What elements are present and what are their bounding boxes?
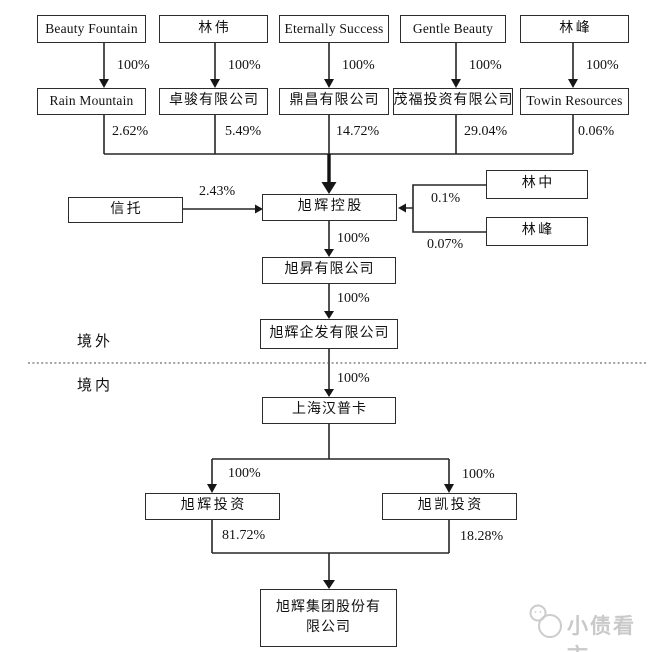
top-row-drop-lines — [103, 43, 574, 80]
box-xuhui-qifa: 旭辉企发有限公司 — [260, 319, 398, 349]
pct-label-col1-100: 100% — [117, 58, 150, 73]
box-eternally-success: Eternally Success — [279, 15, 389, 43]
box-xukai-investment: 旭凯投资 — [382, 493, 517, 520]
pct-label-qifa-hanpuka: 100% — [337, 371, 370, 386]
pct-label-rain-mountain: 2.62% — [112, 124, 149, 139]
pct-label-col2-100: 100% — [228, 58, 261, 73]
box-rain-mountain: Rain Mountain — [37, 88, 146, 115]
bus-lines — [103, 115, 574, 155]
pct-label-col4-100: 100% — [469, 58, 502, 73]
box-towin-resources: Towin Resources — [520, 88, 629, 115]
box-lin-feng-right: 林峰 — [486, 217, 588, 246]
pct-label-xusheng-qifa: 100% — [337, 291, 370, 306]
box-xuhui-group: 旭辉集团股份有限公司 — [260, 589, 397, 647]
onshore-label: 境内 — [77, 378, 114, 394]
chain-lines — [211, 221, 450, 581]
pct-label-trust: 2.43% — [199, 184, 236, 199]
box-dingchang: 鼎昌有限公司 — [279, 88, 389, 115]
watermark-text: 小债看市 — [567, 615, 636, 652]
offshore-label: 境外 — [77, 334, 114, 350]
box-zhuojun: 卓骏有限公司 — [159, 88, 268, 115]
holders-bracket — [406, 184, 486, 233]
box-lin-zhong: 林中 — [486, 170, 588, 199]
box-lin-wei: 林伟 — [159, 15, 268, 43]
box-lin-feng-top: 林峰 — [520, 15, 629, 43]
pct-label-dingchang: 14.72% — [336, 124, 380, 139]
pct-label-towin: 0.06% — [578, 124, 615, 139]
watermark-logo-icon — [529, 604, 562, 638]
box-gentle-beauty: Gentle Beauty — [400, 15, 506, 43]
pct-label-lin-zhong: 0.1% — [431, 191, 461, 206]
pct-label-col3-100: 100% — [342, 58, 375, 73]
box-shanghai-hanpuka: 上海汉普卡 — [262, 397, 396, 424]
pct-label-left-100: 100% — [228, 466, 261, 481]
box-trust: 信托 — [68, 197, 183, 223]
pct-label-maofu: 29.04% — [464, 124, 508, 139]
ownership-lines — [103, 43, 574, 581]
box-xusheng: 旭昇有限公司 — [262, 257, 396, 284]
pct-label-zhuojun: 5.49% — [225, 124, 262, 139]
pct-label-right-100: 100% — [462, 467, 495, 482]
box-beauty-fountain: Beauty Fountain — [37, 15, 146, 43]
arrowheads — [99, 79, 578, 589]
pct-label-xukai-investment: 18.28% — [460, 529, 504, 544]
box-xuhui-holdings: 旭辉控股 — [262, 194, 397, 221]
pct-label-holdco-xusheng: 100% — [337, 231, 370, 246]
box-maofu: 茂福投资有限公司 — [393, 88, 513, 115]
pct-label-lin-feng: 0.07% — [427, 237, 464, 252]
pct-label-col5-100: 100% — [586, 58, 619, 73]
pct-label-xuhui-investment: 81.72% — [222, 528, 266, 543]
box-xuhui-investment: 旭辉投资 — [145, 493, 280, 520]
